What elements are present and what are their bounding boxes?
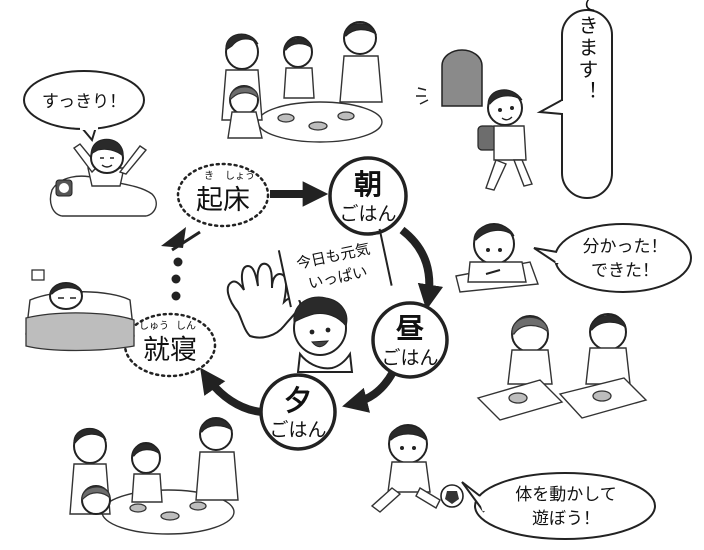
wake-label: 起床 (196, 185, 250, 216)
dinner-line2: ごはん (269, 419, 326, 441)
bubble-wake-text: すっきり！ (42, 92, 126, 112)
center-child-waving: 今日も元気 いっぱい (226, 228, 393, 373)
wake-ruby-2: しょう (225, 170, 255, 182)
breakfast-line1: 朝 (354, 168, 382, 201)
wake-up-scene: すっきり！ (23, 70, 157, 217)
lunch-line2: ごはん (381, 347, 438, 369)
playing-soccer-scene: 体を動かして 遊ぼう！ (370, 424, 656, 540)
dot-2 (171, 274, 181, 284)
sleep-ruby-2: しん (176, 320, 196, 332)
lunch-line1: 昼 (396, 312, 424, 345)
breakfast-line2: ごはん (339, 203, 396, 225)
bubble-study (554, 223, 692, 293)
center-sign-board (279, 234, 388, 303)
bubble-study-line1: 分かった！ (583, 237, 668, 257)
leaving-home-scene: 行ってきます！ (416, 0, 613, 199)
arrow-sleep-to-wake-head (161, 227, 186, 248)
bubble-play-line2: 遊ぼう！ (532, 509, 600, 529)
cycle-arrows (161, 181, 444, 416)
sleep-ruby-1: しゅう (139, 320, 169, 332)
node-dinner: 夕 ごはん (259, 373, 337, 451)
sleep-label: 就寝 (143, 335, 197, 366)
arrow-breakfast-to-lunch (399, 226, 444, 311)
bedside-clock-icon (31, 269, 45, 281)
sleeping-scene (25, 269, 135, 352)
door (441, 49, 483, 107)
node-sleep: しゅう しん 就寝 (123, 312, 217, 378)
school-lunch-scene (476, 313, 648, 421)
waving-hand (226, 262, 302, 339)
dinner-family-scene (69, 417, 239, 535)
arrow-dinner-to-sleep (200, 367, 263, 416)
bubble-play-line1: 体を動かして (515, 485, 617, 505)
node-lunch: 昼 ごはん (371, 301, 449, 379)
dinner-line1: 夕 (284, 384, 312, 417)
wake-ruby-1: き (204, 170, 214, 182)
bubble-leave-text: 行ってきます！ (575, 0, 599, 103)
breakfast-family-scene (221, 21, 383, 143)
dot-1 (173, 257, 183, 267)
bubble-play (474, 472, 656, 540)
node-breakfast: 朝 ごはん (328, 156, 408, 236)
dot-3 (171, 291, 181, 301)
study-scene: 分かった！ できた！ (455, 223, 692, 293)
arrow-lunch-to-dinner (342, 369, 397, 413)
bubble-study-line2: できた！ (591, 261, 659, 281)
node-wake: き しょう 起床 (176, 162, 270, 228)
